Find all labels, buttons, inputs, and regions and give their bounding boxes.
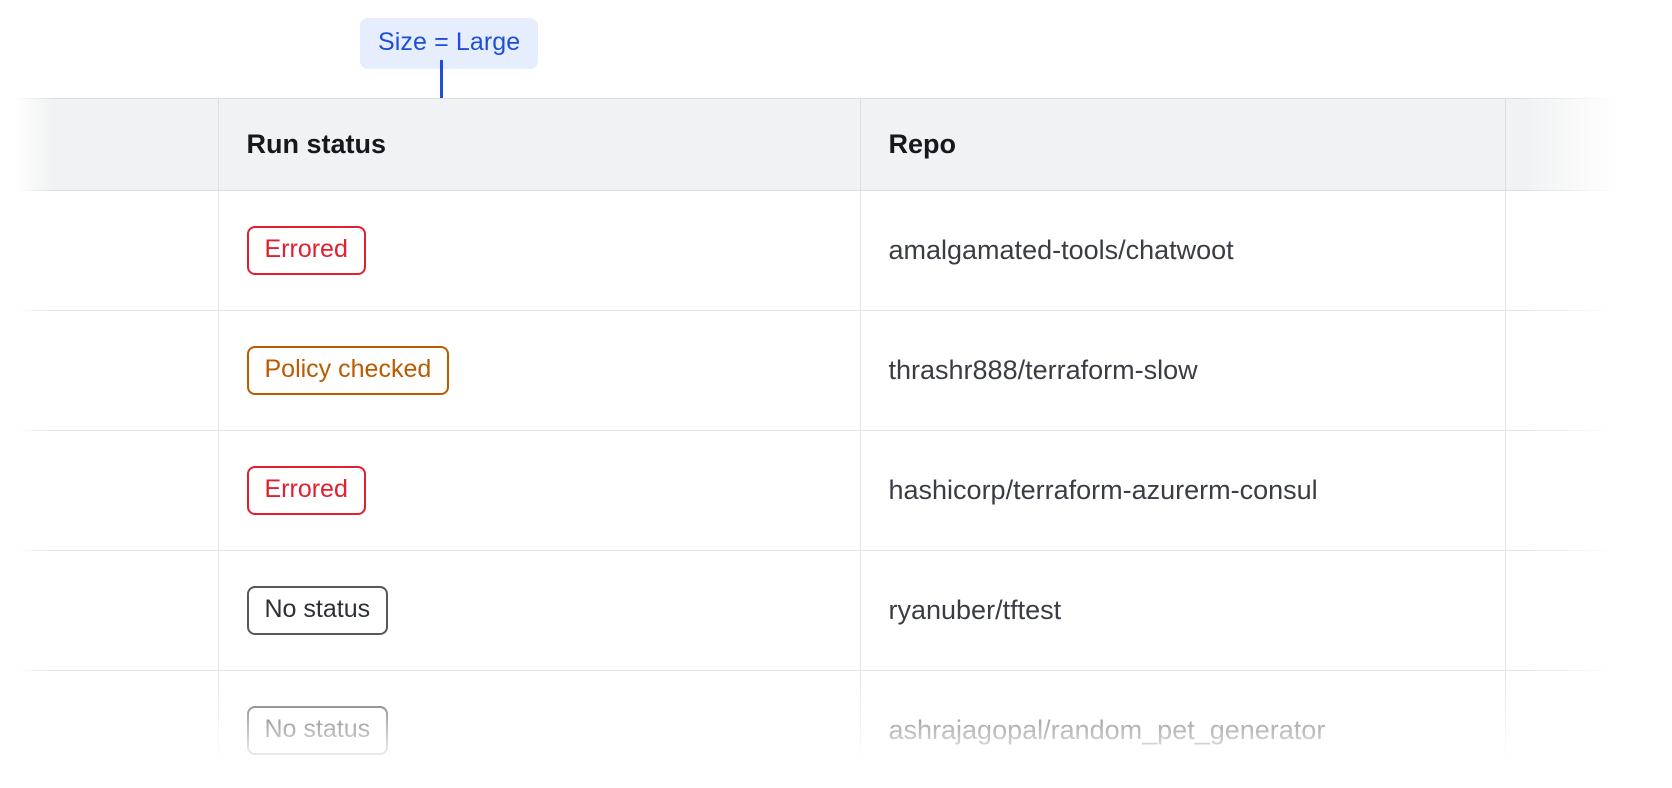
table-row[interactable]: Policy checked thrashr888/terraform-slow [0,310,1672,431]
table-header: Run status Repo [0,98,1672,191]
row-spacer-cell [0,670,219,788]
repo-cell: hashicorp/terraform-azurerm-consul [860,430,1506,551]
runs-table: Run status Repo Errored amalgamated-tool… [0,98,1672,788]
table-row[interactable]: No status ashrajagopal/random_pet_genera… [0,670,1672,788]
status-badge[interactable]: Policy checked [246,346,450,395]
column-header-repo[interactable]: Repo [860,98,1506,191]
row-tail-cell [1505,310,1672,431]
run-status-cell: Errored [218,430,861,551]
run-status-cell: Errored [218,190,861,311]
column-header-tail [1505,98,1672,191]
row-spacer-cell [0,310,219,431]
row-tail-cell [1505,430,1672,551]
runs-table-container: Run status Repo Errored amalgamated-tool… [0,98,1672,788]
run-status-cell: No status [218,550,861,671]
row-spacer-cell [0,550,219,671]
repo-name[interactable]: ashrajagopal/random_pet_generator [888,715,1326,745]
table-header-row: Run status Repo [0,98,1672,191]
run-status-cell: No status [218,670,861,788]
repo-name[interactable]: ryanuber/tftest [888,595,1062,625]
repo-name[interactable]: hashicorp/terraform-azurerm-consul [888,475,1318,505]
row-spacer-cell [0,190,219,311]
row-tail-cell [1505,550,1672,671]
row-spacer-cell [0,430,219,551]
column-header-spacer [0,98,219,191]
size-annotation-badge: Size = Large [360,18,539,69]
repo-cell: thrashr888/terraform-slow [860,310,1506,431]
repo-cell: ryanuber/tftest [860,550,1506,671]
repo-cell: amalgamated-tools/chatwoot [860,190,1506,311]
table-row[interactable]: Errored hashicorp/terraform-azurerm-cons… [0,430,1672,551]
repo-cell: ashrajagopal/random_pet_generator [860,670,1506,788]
table-row[interactable]: No status ryanuber/tftest [0,550,1672,671]
repo-name[interactable]: amalgamated-tools/chatwoot [888,235,1234,265]
row-tail-cell [1505,190,1672,311]
table-row[interactable]: Errored amalgamated-tools/chatwoot [0,190,1672,311]
status-badge[interactable]: Errored [246,466,366,515]
column-header-run-status[interactable]: Run status [218,98,861,191]
status-badge[interactable]: Errored [246,226,366,275]
repo-name[interactable]: thrashr888/terraform-slow [888,355,1198,385]
status-badge[interactable]: No status [246,706,389,755]
table-body: Errored amalgamated-tools/chatwoot Polic… [0,190,1672,788]
row-tail-cell [1505,670,1672,788]
status-badge[interactable]: No status [246,586,389,635]
run-status-cell: Policy checked [218,310,861,431]
